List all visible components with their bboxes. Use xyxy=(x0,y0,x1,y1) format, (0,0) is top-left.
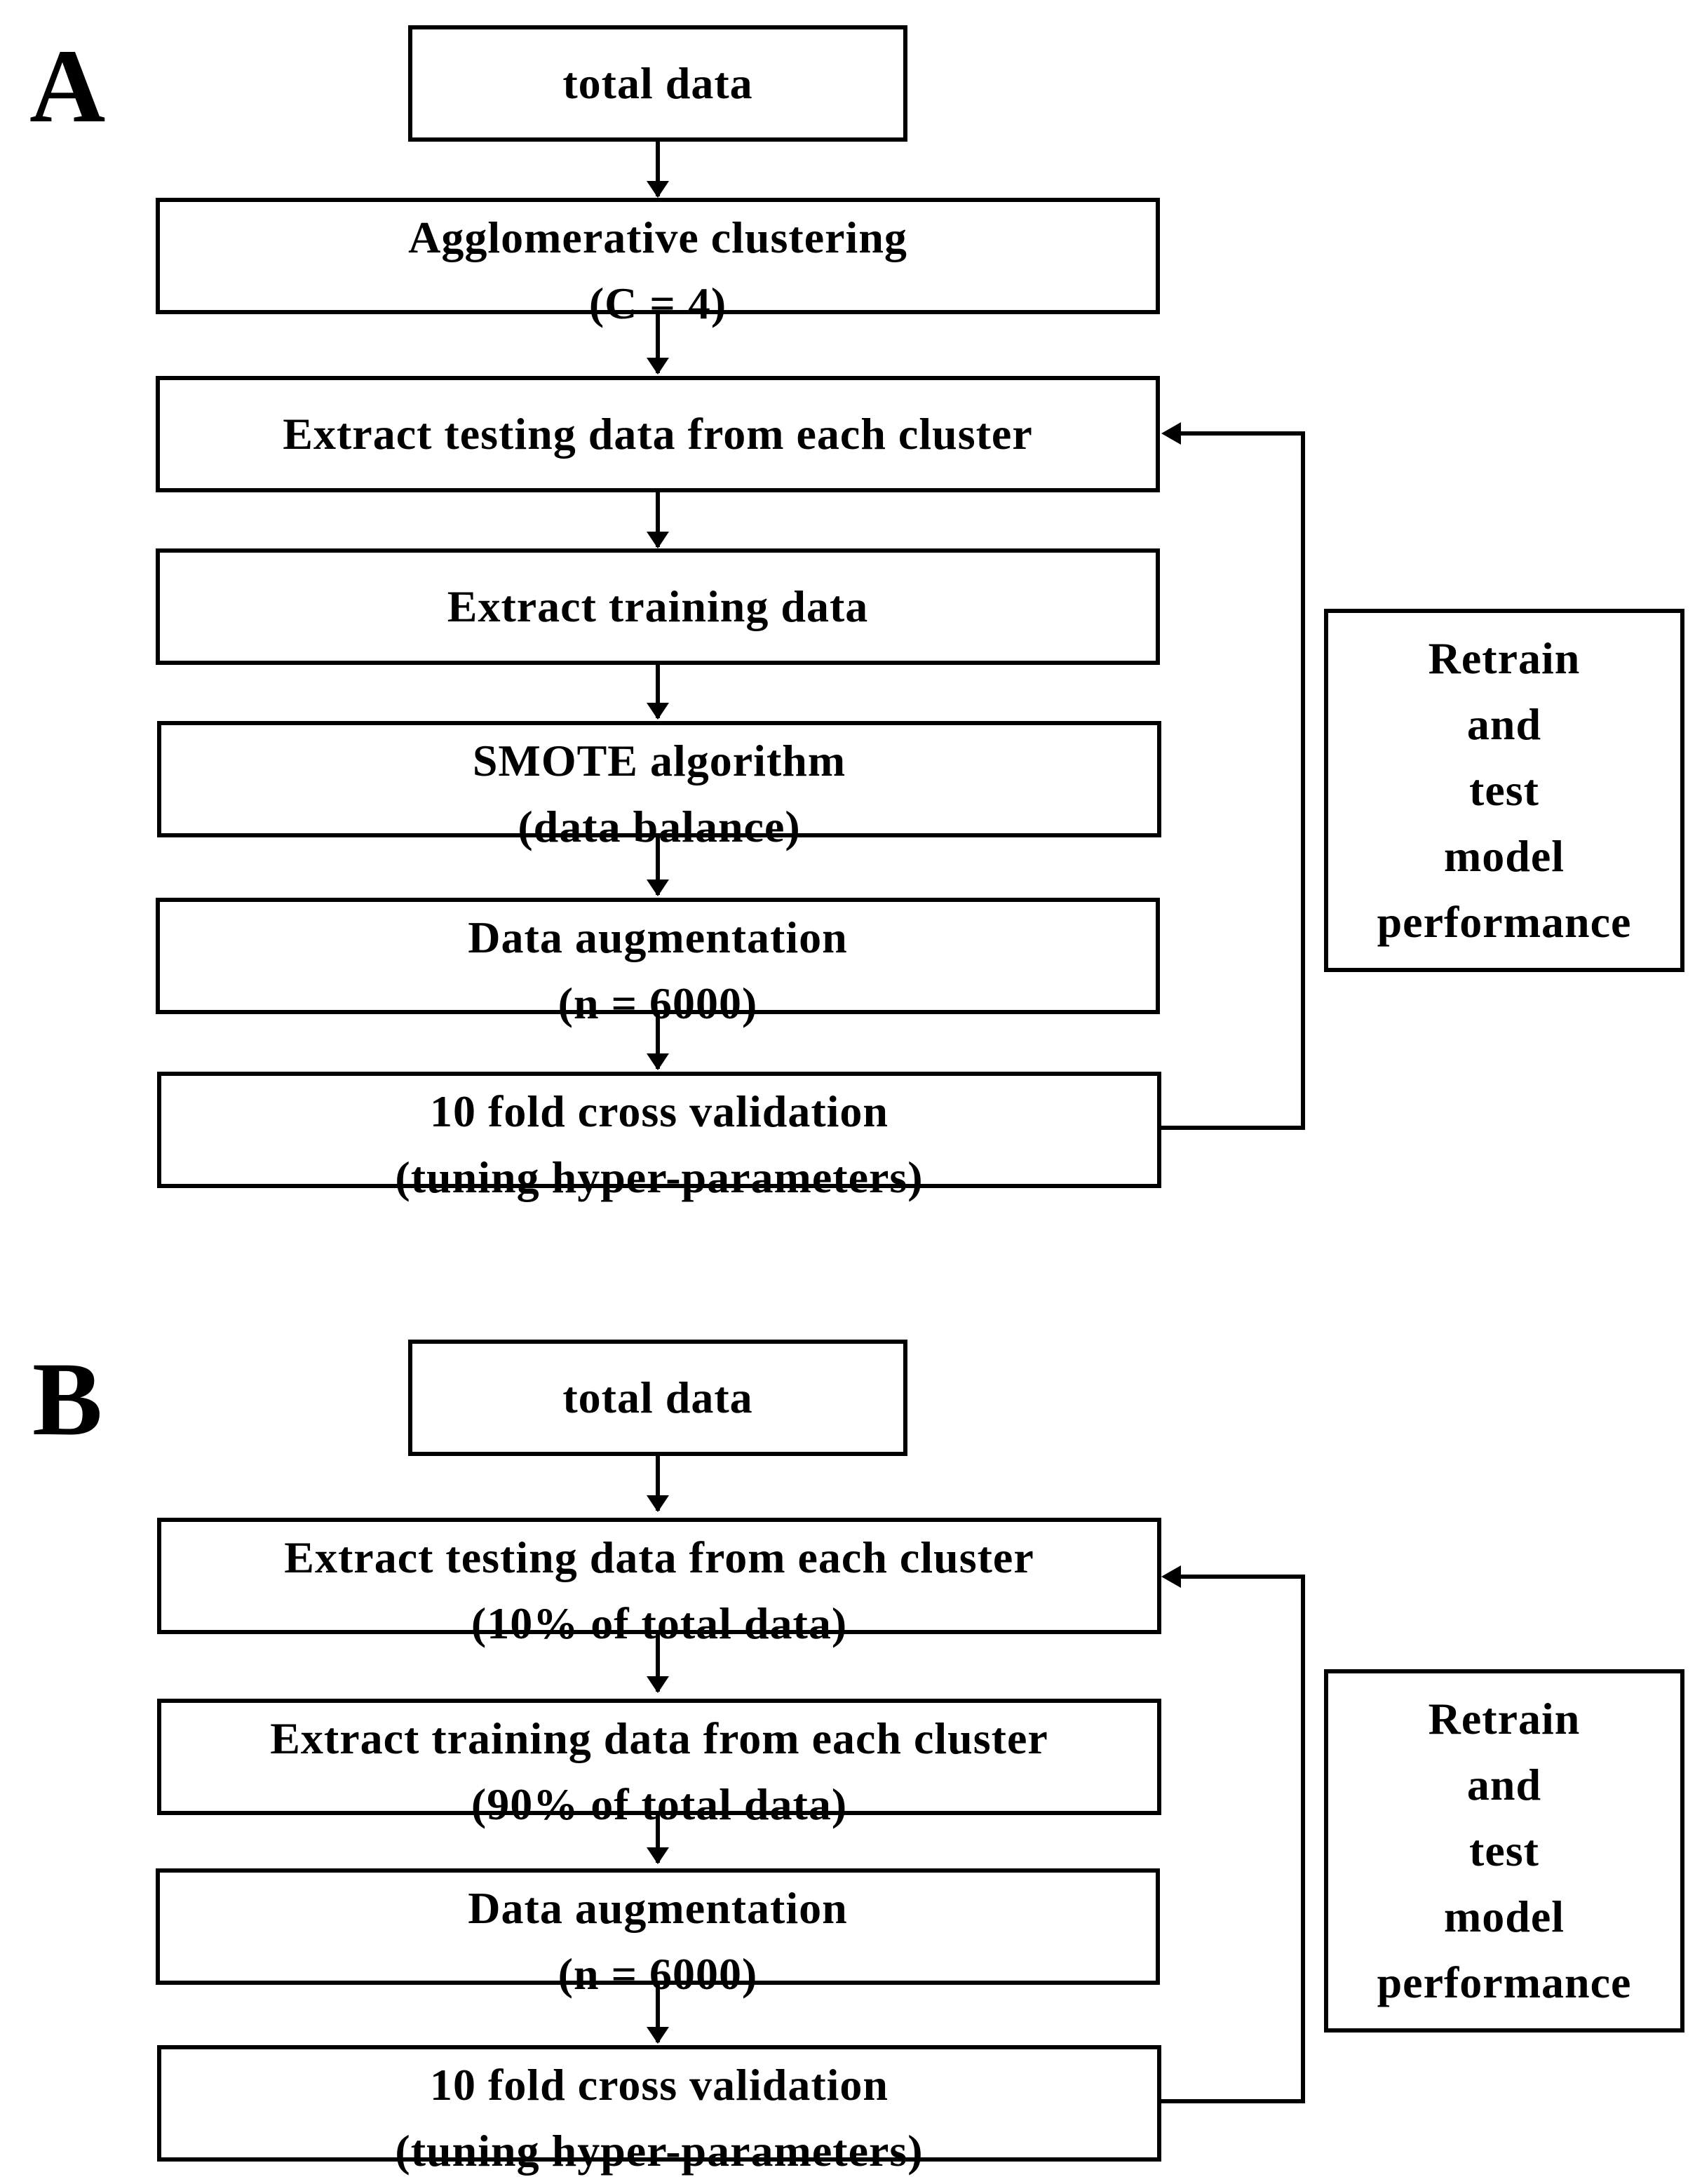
feedback-loop-b xyxy=(1160,1575,1305,2103)
arrowhead-a-4 xyxy=(647,703,669,720)
box-b-extract-testing-line-1: Extract testing data from each cluster xyxy=(284,1532,1034,1582)
box-a-cross-validation-line-2: (tuning hyper-parameters) xyxy=(395,1152,924,1202)
panel-a-label: A xyxy=(29,28,106,144)
feedback-loop-a xyxy=(1160,431,1305,1130)
arrowhead-b-3 xyxy=(647,1847,669,1864)
box-b-total-data: total data xyxy=(408,1340,907,1456)
box-a-retrain-line-3: test xyxy=(1469,765,1539,815)
box-b-cross-validation-line-2: (tuning hyper-parameters) xyxy=(395,2126,924,2176)
arrowhead-b-4 xyxy=(647,2027,669,2044)
feedback-arrowhead-a xyxy=(1161,422,1181,445)
box-b-retrain-line-1: Retrain xyxy=(1428,1694,1581,1744)
box-a-retrain-line-5: performance xyxy=(1377,897,1632,947)
box-a-augmentation-line-2: (n = 6000) xyxy=(558,978,758,1028)
box-a-agglomerative-line-2: (C = 4) xyxy=(588,278,727,328)
box-a-augmentation-line-1: Data augmentation xyxy=(468,912,848,962)
arrowhead-a-6 xyxy=(647,1053,669,1070)
box-a-smote: SMOTE algorithm (data balance) xyxy=(157,721,1161,851)
box-b-retrain-line-2: and xyxy=(1466,1760,1542,1809)
box-a-smote-line-2: (data balance) xyxy=(518,802,801,851)
box-a-total-data-line-1: total data xyxy=(562,58,753,108)
box-a-smote-line-1: SMOTE algorithm xyxy=(472,736,846,786)
arrowhead-b-2 xyxy=(647,1676,669,1693)
box-a-total-data: total data xyxy=(408,25,907,142)
box-a-extract-testing-line-1: Extract testing data from each cluster xyxy=(283,409,1033,459)
box-b-total-data-line-1: total data xyxy=(562,1373,753,1422)
arrowhead-a-2 xyxy=(647,358,669,375)
box-b-augmentation-line-2: (n = 6000) xyxy=(558,1949,758,1999)
box-b-data-augmentation: Data augmentation (n = 6000) xyxy=(156,1868,1160,1999)
box-a-data-augmentation: Data augmentation (n = 6000) xyxy=(156,898,1160,1028)
box-a-retrain-test: Retrain and test model performance xyxy=(1324,609,1684,972)
box-b-cross-validation: 10 fold cross validation (tuning hyper-p… xyxy=(157,2045,1161,2176)
box-b-augmentation-line-1: Data augmentation xyxy=(468,1883,848,1933)
box-b-extract-training-line-2: (90% of total data) xyxy=(471,1779,848,1829)
box-a-retrain-line-4: model xyxy=(1443,831,1565,881)
box-b-cross-validation-line-1: 10 fold cross validation xyxy=(430,2060,889,2110)
box-a-extract-training: Extract training data xyxy=(156,548,1160,665)
box-a-agglomerative-line-1: Agglomerative clustering xyxy=(408,213,907,262)
arrowhead-a-1 xyxy=(647,181,669,198)
box-b-retrain-test: Retrain and test model performance xyxy=(1324,1669,1684,2033)
box-b-extract-training: Extract training data from each cluster … xyxy=(157,1699,1161,1829)
box-a-cross-validation: 10 fold cross validation (tuning hyper-p… xyxy=(157,1072,1161,1202)
arrowhead-a-3 xyxy=(647,532,669,548)
box-a-agglomerative-clustering: Agglomerative clustering (C = 4) xyxy=(156,198,1160,328)
box-b-retrain-line-5: performance xyxy=(1377,1957,1632,2007)
box-a-retrain-line-1: Retrain xyxy=(1428,633,1581,683)
box-a-cross-validation-line-1: 10 fold cross validation xyxy=(430,1086,889,1136)
box-a-extract-training-line-1: Extract training data xyxy=(447,581,869,631)
arrowhead-b-1 xyxy=(647,1495,669,1512)
feedback-arrowhead-b xyxy=(1161,1565,1181,1588)
box-b-retrain-line-4: model xyxy=(1443,1892,1565,1941)
box-a-retrain-line-2: and xyxy=(1466,699,1542,749)
box-a-extract-testing: Extract testing data from each cluster xyxy=(156,376,1160,492)
arrowhead-a-5 xyxy=(647,879,669,896)
panel-b-label: B xyxy=(32,1341,103,1457)
box-b-extract-testing-line-2: (10% of total data) xyxy=(471,1598,848,1648)
box-b-extract-testing: Extract testing data from each cluster (… xyxy=(157,1518,1161,1648)
box-b-retrain-line-3: test xyxy=(1469,1826,1539,1875)
box-b-extract-training-line-1: Extract training data from each cluster xyxy=(270,1713,1048,1763)
